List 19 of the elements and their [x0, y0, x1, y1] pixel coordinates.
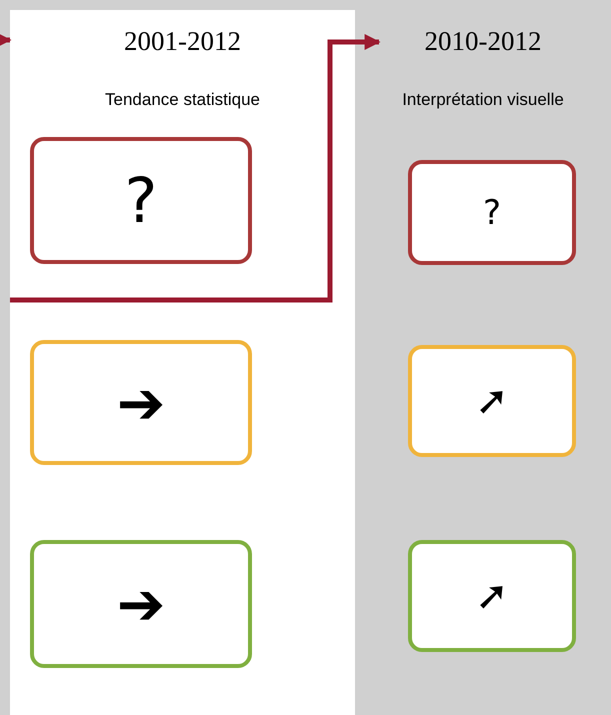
trend-symbol: ➚ [475, 576, 509, 616]
column-panel [10, 10, 355, 715]
trend-card [30, 137, 252, 264]
trend-card [30, 340, 252, 465]
trend-symbol: ➔ [116, 575, 166, 633]
trend-card [408, 345, 576, 457]
arrow [10, 34, 381, 302]
column-subtitle: Tendance statistique [104, 90, 261, 110]
trend-card [408, 540, 576, 652]
column-subtitle: Interprétation visuelle [401, 90, 565, 110]
trend-symbol: ➔ [116, 374, 166, 432]
column-title: 2010-2012 [424, 26, 542, 57]
trend-card [408, 160, 576, 265]
arrow [0, 32, 12, 48]
trend-card [30, 540, 252, 668]
trend-symbol: ? [124, 170, 158, 232]
trend-symbol: ? [482, 196, 502, 230]
column-title: 2001-2012 [123, 26, 242, 57]
trend-symbol: ➚ [475, 381, 509, 421]
